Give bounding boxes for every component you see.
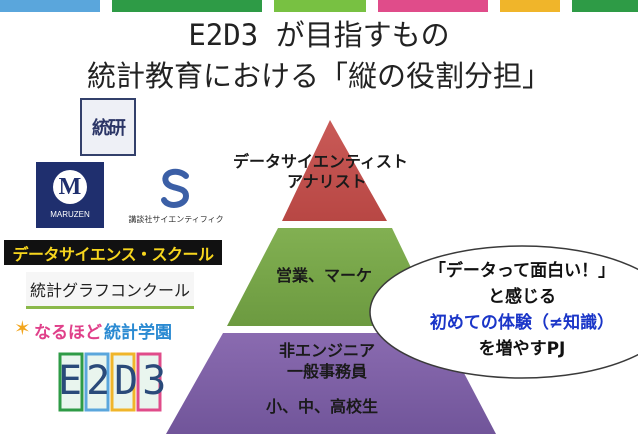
naruhodo-text-b: 統計学園 [104, 323, 172, 343]
e2d3-logo: E2D3 [58, 352, 171, 412]
speech-bubble-body [369, 245, 638, 379]
bubble-line4: を増やすPJ [478, 339, 566, 359]
slide-title-line2: 統計教育における「縦の役割分担」 [86, 59, 551, 93]
bubble-line3: 初めての体験（≠知識） [429, 313, 615, 333]
toukei-logo-text: 統研 [92, 118, 126, 139]
top-color-bar-2 [112, 0, 262, 12]
top-color-bar-6 [572, 0, 638, 12]
maruzen-mark-letter: M [58, 173, 82, 200]
e2d3-logo-graphic [58, 352, 162, 412]
pyramid-tier-top [282, 120, 387, 221]
kodansha-name: 講談社サイエンティフィク [128, 215, 224, 224]
speech-bubble-text: 「データって面白い！」 と感じる 初めての体験（≠知識） を増やすPJ [408, 258, 636, 362]
bubble-line2: と感じる [488, 287, 556, 307]
top-color-bar-5 [500, 0, 560, 12]
graph-contest-text: 統計グラフコンクール [29, 281, 190, 300]
e2d3-logo-text: E2D3 [58, 358, 171, 404]
kodansha-logo: 講談社サイエンティフィク [124, 168, 228, 228]
tier3-label-line1: 非エンジニア [279, 341, 376, 360]
toukei-logo: 統研 [80, 98, 136, 156]
tier2-label: 営業、マーケ [276, 266, 373, 285]
top-color-bar-1 [0, 0, 100, 12]
slide-title-line1: E2D3 が目指すもの [188, 18, 450, 52]
naruhodo-logo: ✶ なるほど 統計学園 [14, 316, 190, 343]
top-color-bar-4 [378, 0, 488, 12]
ds-school-logo: データサイエンス・スクール [4, 240, 222, 265]
naruhodo-text-a: なるほど [34, 323, 102, 343]
tier1-label-line2: アナリスト [287, 172, 367, 191]
tier4-label: 小、中、高校生 [266, 397, 379, 416]
tier1-label-line1: データサイエンティスト [233, 152, 408, 171]
top-color-bar-3 [274, 0, 366, 12]
maruzen-logo: M MARUZEN [36, 162, 104, 228]
maruzen-name: MARUZEN [50, 210, 90, 219]
bubble-line1: 「データって面白い！」 [428, 261, 616, 281]
ds-school-text: データサイエンス・スクール [12, 244, 214, 264]
graph-contest-logo: 統計グラフコンクール [26, 272, 194, 309]
naruhodo-star-icon: ✶ [14, 316, 31, 340]
kodansha-s-icon [161, 168, 190, 208]
tier3-label-line2: 一般事務員 [287, 362, 368, 381]
maruzen-mark: M [53, 170, 87, 204]
